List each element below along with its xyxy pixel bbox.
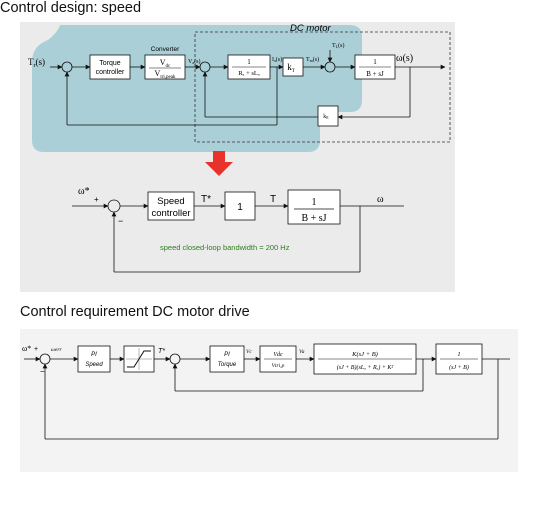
minus-sign: −	[118, 216, 123, 226]
torque-controller-block	[89, 54, 131, 80]
tl-signal-label: TL(s)	[332, 42, 344, 49]
torque-controller-label-1: Torque	[99, 60, 121, 67]
electrical-num: 1	[247, 58, 251, 66]
dc-motor-boundary	[194, 31, 451, 143]
mechanical-den: B + sJ	[366, 70, 384, 78]
speed-design-panel: DC motor Tr(s) Torque controller Convert…	[20, 22, 455, 292]
lower-speed-summing-junction	[39, 353, 51, 365]
speed-summing-junction	[107, 199, 121, 213]
pi-speed-label-1: PI	[91, 352, 97, 358]
torque-loop-highlight	[32, 25, 362, 152]
torque-controller-label-2: controller	[96, 69, 125, 76]
lower-plus-sign: +	[34, 346, 38, 353]
requirement-heading: Control requirement DC motor drive	[20, 304, 250, 320]
kt-label: kT	[287, 62, 295, 74]
plant-num: 1	[312, 197, 317, 208]
pi-speed-block	[77, 345, 111, 373]
lower-minus-sign: −	[40, 367, 45, 376]
speed-controller-label-2: controller	[151, 208, 190, 219]
plus-sign: +	[94, 195, 99, 204]
lower-speed-ref-label: ω*	[22, 344, 31, 353]
dc-motor-label: DC motor	[290, 23, 331, 34]
control-voltage-label: Vc	[246, 349, 252, 355]
motor-tf-den: (sJ + B)(sLₐ + Rₐ) + K²	[337, 364, 394, 371]
motor-tf-num: K(sJ + B)	[351, 351, 378, 358]
lower-torque-summing-junction	[169, 353, 181, 365]
armature-voltage-label: Va	[299, 349, 305, 355]
torque-ref-label: Tr(s)	[28, 57, 45, 69]
converter-block	[144, 54, 186, 80]
converter-gain-den-lower: Vtri,p	[272, 363, 285, 369]
plant-block	[287, 189, 341, 225]
converter-gain-den: Vtri,peak	[155, 69, 176, 80]
speed-output-label: ω(s)	[396, 53, 413, 64]
mechanical-den-lower: (sJ + B)	[449, 364, 469, 371]
tm-signal-label: Tm(s)	[306, 56, 319, 63]
saturation-curve-icon	[127, 350, 151, 368]
mechanical-num-lower: 1	[457, 351, 460, 358]
back-emf-constant-block	[317, 105, 339, 127]
plant-den: B + sJ	[301, 213, 326, 224]
speed-output-label-simplified: ω	[377, 194, 384, 205]
pi-torque-block	[209, 345, 245, 373]
pi-torque-label-2: Torque	[218, 362, 237, 368]
torque-signal-label: T	[270, 194, 276, 205]
pi-speed-label-2: Speed	[85, 362, 103, 368]
torque-ref-signal-label: T*	[201, 194, 211, 205]
converter-label: Converter	[151, 46, 180, 53]
va-signal-label: Va(s)	[188, 58, 200, 65]
pi-torque-label-1: PI	[224, 352, 230, 358]
speed-ref-label: ω*	[78, 186, 90, 197]
converter-gain-num: Vdc	[160, 58, 171, 69]
bandwidth-note: speed closed-loop bandwidth = 200 Hz	[160, 243, 290, 252]
unity-block	[224, 191, 256, 221]
electrical-den: Rₐ + sLₐ	[238, 70, 260, 77]
unity-label: 1	[237, 202, 243, 213]
ia-signal-label: Ia(s)	[272, 56, 282, 63]
speed-error-label: ωerr	[51, 347, 62, 353]
speed-controller-block	[147, 191, 195, 221]
speed-controller-label-1: Speed	[157, 196, 184, 207]
converter-gain-num-lower: Vdc	[273, 352, 283, 358]
ke-label: kE	[323, 114, 329, 120]
speed-design-heading: Control design: speed	[0, 0, 142, 16]
lower-torque-ref-label: T*	[158, 348, 165, 355]
mechanical-num: 1	[373, 58, 377, 66]
simplification-arrow	[205, 151, 233, 176]
requirement-panel: ω* + − ωerr PI Speed T* PI Torque Vc Vdc…	[20, 329, 518, 472]
